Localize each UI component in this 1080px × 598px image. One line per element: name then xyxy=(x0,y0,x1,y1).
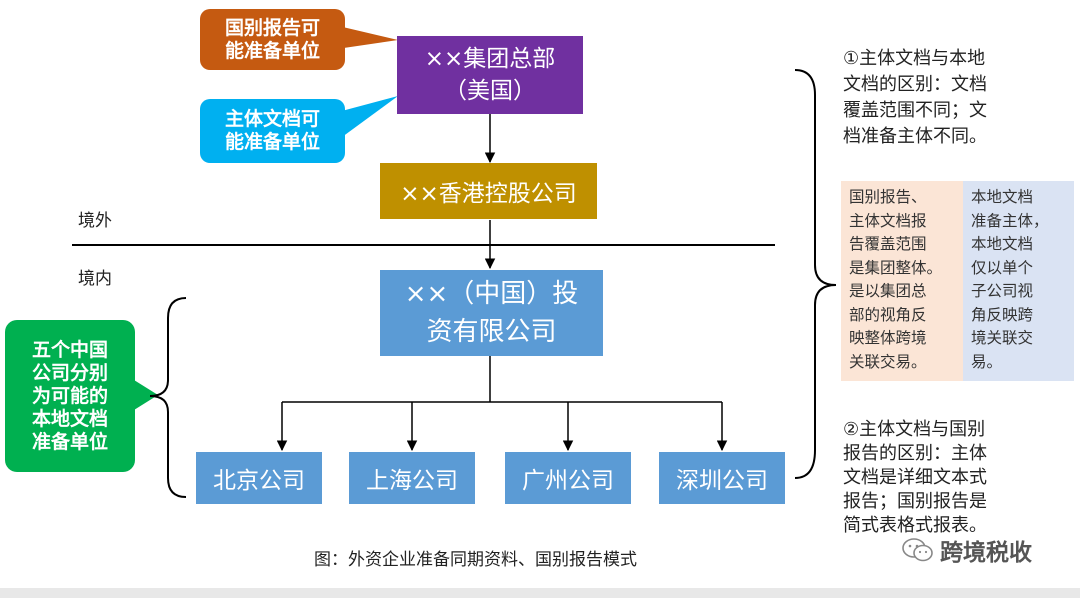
bottom-strip xyxy=(0,588,1080,598)
node-china-investment: ××（中国）投 资有限公司 xyxy=(380,270,603,356)
note-master-vs-local: ①主体文档与本地 文档的区别：文档 覆盖范围不同；文 档准备主体不同。 xyxy=(843,48,987,147)
node-shenzhen: 深圳公司 xyxy=(659,452,785,504)
node-beijing: 北京公司 xyxy=(196,452,322,504)
right-brace xyxy=(794,69,837,479)
figure-caption: 图：外资企业准备同期资料、国别报告模式 xyxy=(314,550,637,570)
cbc-callout: 国别报告可 能准备单位 xyxy=(200,9,345,70)
panel-local-scope: 本地文档 准备主体， 本地文档 仅以单个 子公司视 角反映跨 境关联交 易。 xyxy=(963,181,1074,381)
node-guangzhou: 广州公司 xyxy=(505,452,631,504)
wechat-icon xyxy=(902,538,933,562)
master-callout-pointer xyxy=(338,96,398,140)
left-brace xyxy=(149,297,187,498)
node-group-hq: ××集团总部 （美国） xyxy=(397,36,583,114)
note-master-vs-cbc: ②主体文档与国别 报告的区别：主体 文档是详细文本式 报告；国别报告是 简式表格… xyxy=(843,419,987,536)
cbc-callout-pointer xyxy=(330,24,398,50)
panel-group-scope: 国别报告、 主体文档报 告覆盖范围 是集团整体。 是以集团总 部的视角反 映整体… xyxy=(841,181,963,381)
watermark-text: 跨境税收 xyxy=(940,540,1032,566)
local-callout-pointer xyxy=(134,380,158,410)
master-file-callout: 主体文档可 能准备单位 xyxy=(200,99,345,163)
node-hk-holding: ××香港控股公司 xyxy=(380,163,597,219)
label-inside: 境内 xyxy=(78,269,112,289)
watermark: 跨境税收 xyxy=(902,533,1032,567)
label-outside: 境外 xyxy=(78,211,112,231)
node-shanghai: 上海公司 xyxy=(349,452,475,504)
local-file-callout: 五个中国 公司分别 为可能的 本地文档 准备单位 xyxy=(5,320,135,472)
